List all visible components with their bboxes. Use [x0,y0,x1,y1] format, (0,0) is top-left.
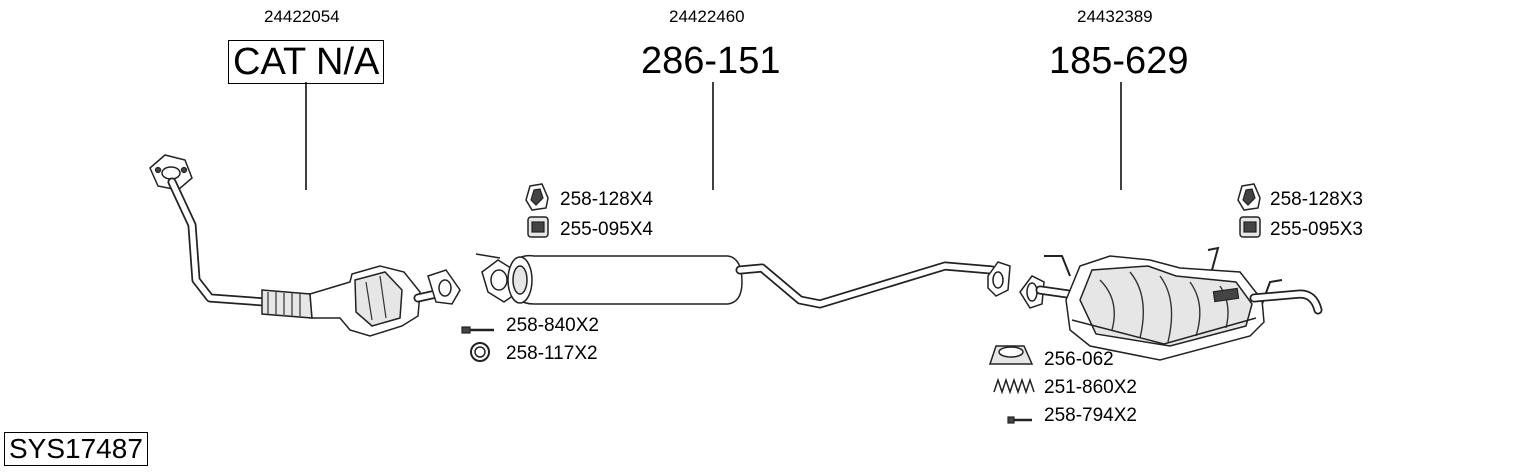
front-pipe-tube-inner [169,179,268,305]
oe-number-left: 24422054 [264,7,340,26]
middle-tail-pipe [735,261,997,309]
rear-tail-pipe-inner [1251,291,1321,313]
accessory-label-front-bolt: 258-840X2 [506,315,599,336]
system-id-label: SYS17487 [4,432,148,466]
rear-silencer-drawing [1019,246,1323,361]
rubber-mount-icon [527,216,549,238]
middle-silencer-inlet-opening [512,265,528,295]
accessory-label-right-hanger: 258-128X3 [1270,189,1363,210]
accessory-label-rear-spring: 251-860X2 [1044,377,1137,398]
front-flange-hole [161,166,181,180]
accessory-label-rear-gasket: 256-062 [1044,349,1114,370]
rear-silencer-creases [1099,271,1229,343]
flex-pipe-ribs [267,292,301,317]
bolt-icon [461,326,494,334]
flex-pipe-section [261,289,313,319]
accessory-label-rear-bolt: 258-794X2 [1044,405,1137,426]
accessory-label-middle-mount: 255-095X4 [560,219,653,240]
middle-front-hanger-rod [475,253,501,259]
part-number-catalyst: CAT N/A [228,40,385,84]
accessory-label-front-ring: 258-117X2 [506,343,598,364]
rubber-hanger-icon [525,183,549,211]
front-flange-bolt-hole [180,166,188,174]
middle-front-flange-hole [490,269,508,291]
sealing-ring-icon [470,342,490,362]
rear-inlet-flange-hole [1026,282,1038,302]
rear-hanger-rod [1207,246,1220,271]
rear-hanger-rod [1044,255,1071,277]
rear-silencer-seam [1071,317,1257,345]
catalytic-converter-seams [365,275,387,321]
front-pipe-tube [167,177,270,307]
front-pipe-catalyst-drawing [149,154,461,337]
oe-number-middle: 24422460 [669,7,745,26]
spring-icon [993,377,1035,395]
part-number-rear-silencer: 185-629 [1049,40,1189,82]
middle-silencer-body [511,254,743,305]
rear-silencer-label-plate [1212,287,1240,303]
oe-number-right: 24432389 [1077,7,1153,26]
accessory-label-right-mount: 255-095X3 [1270,219,1363,240]
middle-silencer-drawing [475,253,1011,309]
gasket-icon [988,345,1034,365]
bolt-icon [1007,416,1032,424]
rubber-mount-icon [1239,216,1261,238]
middle-rear-flange-hole [992,271,1004,289]
rear-silencer-shell [1079,265,1253,347]
accessory-label-middle-hanger: 258-128X4 [560,189,653,210]
front-flange-bolt-hole [154,166,162,174]
middle-tail-pipe-inner [737,263,995,307]
catalyst-rear-flange-hole [438,279,452,297]
rubber-hanger-icon [1237,183,1261,211]
rear-inlet-pipe-inner [1037,287,1071,297]
part-number-middle-silencer: 286-151 [641,40,781,82]
